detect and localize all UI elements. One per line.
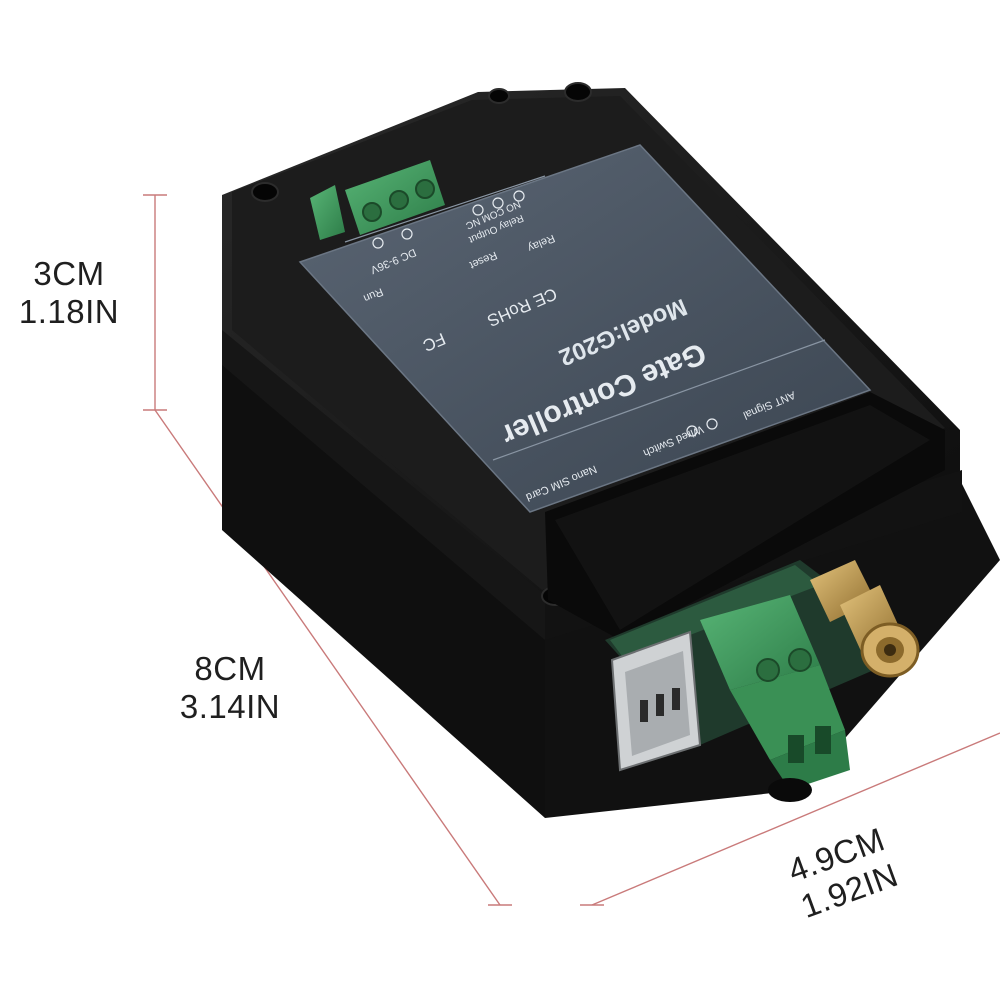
panel-screw-icons: [372, 190, 718, 437]
length-dimension-line: [154, 409, 501, 906]
front-mount-tab: [768, 778, 812, 802]
label-panel: [298, 144, 872, 513]
length-cm: 8CM: [194, 650, 266, 687]
height-cm: 3CM: [33, 255, 105, 292]
dimension-lines: [143, 194, 1000, 906]
length-dimension-label: 8CM 3.14IN: [155, 650, 305, 726]
length-in: 3.14IN: [179, 688, 281, 725]
front-terminal-block: [700, 595, 850, 790]
height-dimension-label: 3CM 1.18IN: [4, 255, 134, 331]
antenna-connector: [810, 560, 920, 678]
height-in: 1.18IN: [18, 293, 120, 330]
top-terminal-block: [310, 160, 445, 240]
width-dimension-line: [591, 732, 1000, 906]
sim-card-slot: [610, 630, 702, 772]
